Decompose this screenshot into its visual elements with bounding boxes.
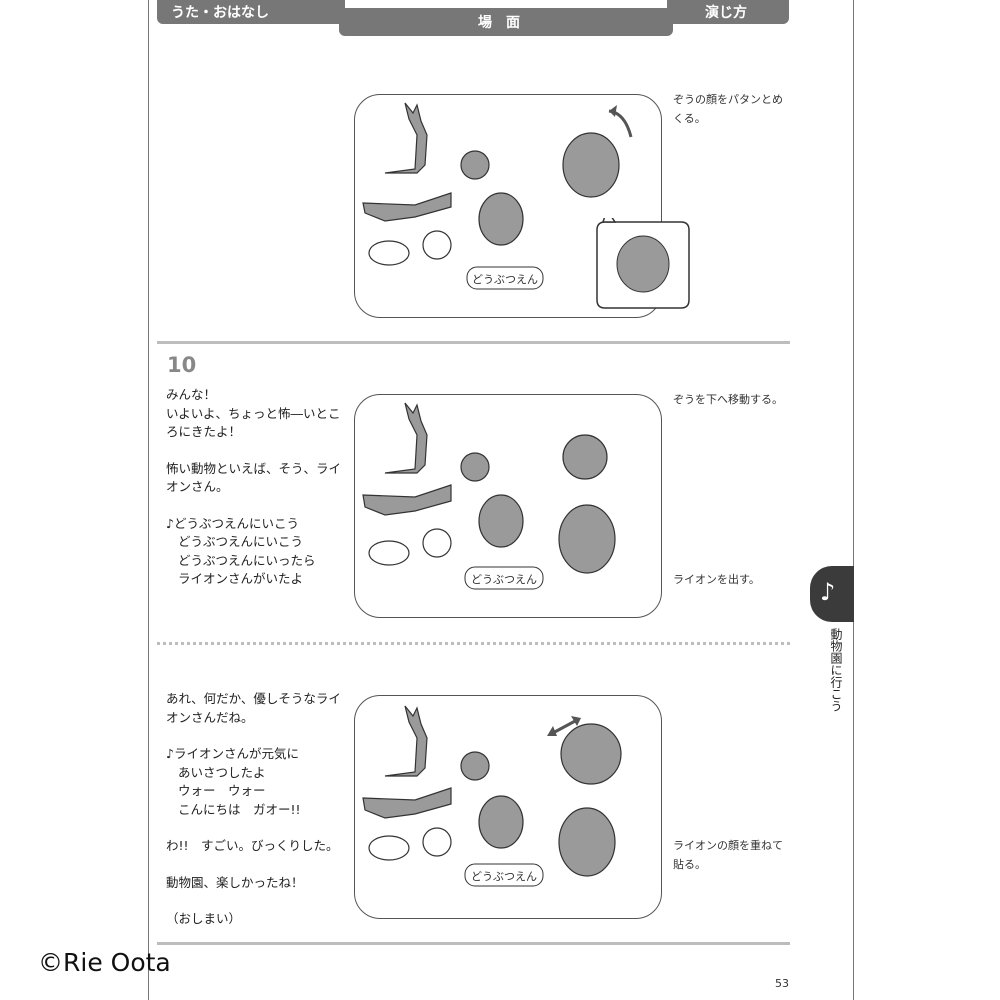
rabbit-figure: [368, 835, 410, 861]
story-line: 怖い動物といえば、そう、ライ: [166, 460, 342, 476]
panda-figure: [422, 230, 452, 260]
rabbit-figure: [368, 240, 410, 266]
story-gap: [166, 856, 346, 874]
header-left-label: うた・おはなし: [171, 5, 269, 21]
scene-illustration-1: どうぶつえん: [354, 94, 662, 318]
elephant-face-bubble: [593, 208, 693, 316]
step-number: 10: [167, 353, 197, 377]
flip-arrow-icon: [608, 109, 633, 138]
elephant-bubble-drawing: [596, 208, 690, 309]
kangaroo-figure: [384, 705, 428, 777]
story-line: オンさんだね。: [166, 709, 254, 725]
elephant-figure: [558, 807, 616, 877]
zoo-sign-text: どうぶつえん: [471, 573, 537, 586]
scene-2-drawing: どうぶつえん: [362, 402, 616, 590]
note-section-2-top: ぞうを下へ移動する。: [673, 390, 789, 409]
chapter-label: 動物園に行こう: [829, 628, 843, 712]
lion-figure: [562, 434, 608, 480]
story-gap: [166, 442, 346, 460]
elephant-figure: [562, 132, 620, 198]
section-divider: [157, 942, 790, 945]
crocodile-figure: [362, 192, 452, 222]
music-note-icon: ♪: [820, 578, 836, 606]
note-line: ぞうの顔をパタンとめ: [673, 93, 783, 106]
header-middle-label: 場面: [478, 15, 534, 31]
chapter-side-tab: ♪: [810, 566, 854, 622]
story-line: 動物園、楽しかったね！: [166, 874, 304, 890]
page-frame: [148, 0, 854, 1000]
note-line: くる。: [673, 112, 706, 125]
section-divider: [157, 341, 790, 344]
zoo-sign-board: [466, 266, 544, 290]
rabbit-figure: [368, 540, 410, 566]
scene-illustration-2: どうぶつえん: [354, 394, 662, 618]
gorilla-figure: [478, 192, 524, 246]
story-gap: [166, 727, 346, 745]
note-line: ライオンの顔を重ねて: [673, 839, 783, 852]
story-line: （おしまい）: [166, 911, 242, 926]
story-gap: [166, 819, 346, 837]
header-right-label: 演じ方: [705, 5, 747, 21]
copyright-text: ©Rie Oota: [38, 948, 171, 977]
kangaroo-figure: [384, 402, 428, 474]
story-gap: [166, 892, 346, 910]
story-line: どうぶつえんにいったら: [178, 552, 316, 568]
panda-figure: [422, 827, 452, 857]
sloth-figure: [460, 751, 490, 781]
section-divider-dotted: [157, 642, 790, 645]
story-line: ウォー ウォー: [178, 783, 266, 798]
gorilla-figure: [478, 494, 524, 548]
story-text-section-3: あれ、何だか、優しそうなライ オンさんだね。 ♪ライオンさんが元気に あいさつし…: [166, 690, 346, 929]
elephant-face-figure: [616, 235, 670, 293]
note-line: ぞうを下へ移動する。: [673, 393, 783, 406]
lion-roaring-figure: [560, 723, 622, 785]
swap-arrow-icon: [550, 718, 578, 736]
story-line: オンさん。: [166, 479, 229, 494]
story-line: ♪どうぶつえんにいこう: [166, 515, 299, 531]
header-tab-performance: 演じ方: [667, 0, 789, 24]
scene-illustration-3: どうぶつえん: [354, 695, 662, 919]
gorilla-figure: [478, 795, 524, 849]
story-gap: [166, 497, 346, 515]
note-line: ライオンを出す。: [673, 573, 760, 586]
sloth-figure: [460, 150, 490, 180]
page-number: 53: [775, 977, 789, 990]
note-section-3: ライオンの顔を重ねて 貼る。: [673, 836, 789, 874]
kangaroo-figure: [384, 102, 428, 174]
story-line: こんにちは ガオー!!: [178, 801, 301, 817]
story-line: あいさつしたよ: [178, 764, 266, 780]
elephant-figure: [558, 504, 616, 574]
story-line: わ!! すごい。びっくりした。: [166, 838, 339, 853]
zoo-sign-board: [464, 566, 544, 590]
story-line: ♪ライオンさんが元気に: [166, 746, 299, 761]
note-section-2-bottom: ライオンを出す。: [673, 570, 789, 589]
story-text-section-2: みんな！ いよいよ、ちょっと怖―いとこ ろにきたよ！ 怖い動物といえば、そう、ラ…: [166, 386, 346, 589]
zoo-sign-board: [464, 863, 544, 887]
scene-1-drawing: どうぶつえん: [362, 102, 633, 290]
zoo-sign-text: どうぶつえん: [471, 870, 537, 883]
story-line: みんな！: [166, 387, 217, 402]
zoo-sign-text: どうぶつえん: [472, 273, 538, 286]
story-line: あれ、何だか、優しそうなライ: [166, 691, 341, 706]
crocodile-figure: [362, 484, 452, 516]
story-line: どうぶつえんにいこう: [178, 534, 304, 549]
story-line: ライオンさんがいたよ: [178, 571, 304, 586]
story-line: いよいよ、ちょっと怖―いとこ: [166, 405, 341, 421]
header-tab-song-story: うた・おはなし: [157, 0, 345, 24]
note-section-1: ぞうの顔をパタンとめ くる。: [673, 90, 789, 128]
note-line: 貼る。: [673, 858, 706, 871]
header-tab-scene: 場面: [339, 8, 673, 36]
panda-figure: [422, 528, 452, 558]
story-line: ろにきたよ！: [166, 424, 242, 439]
sloth-figure: [460, 452, 490, 482]
scene-3-drawing: どうぶつえん: [362, 705, 622, 887]
crocodile-figure: [362, 787, 452, 819]
